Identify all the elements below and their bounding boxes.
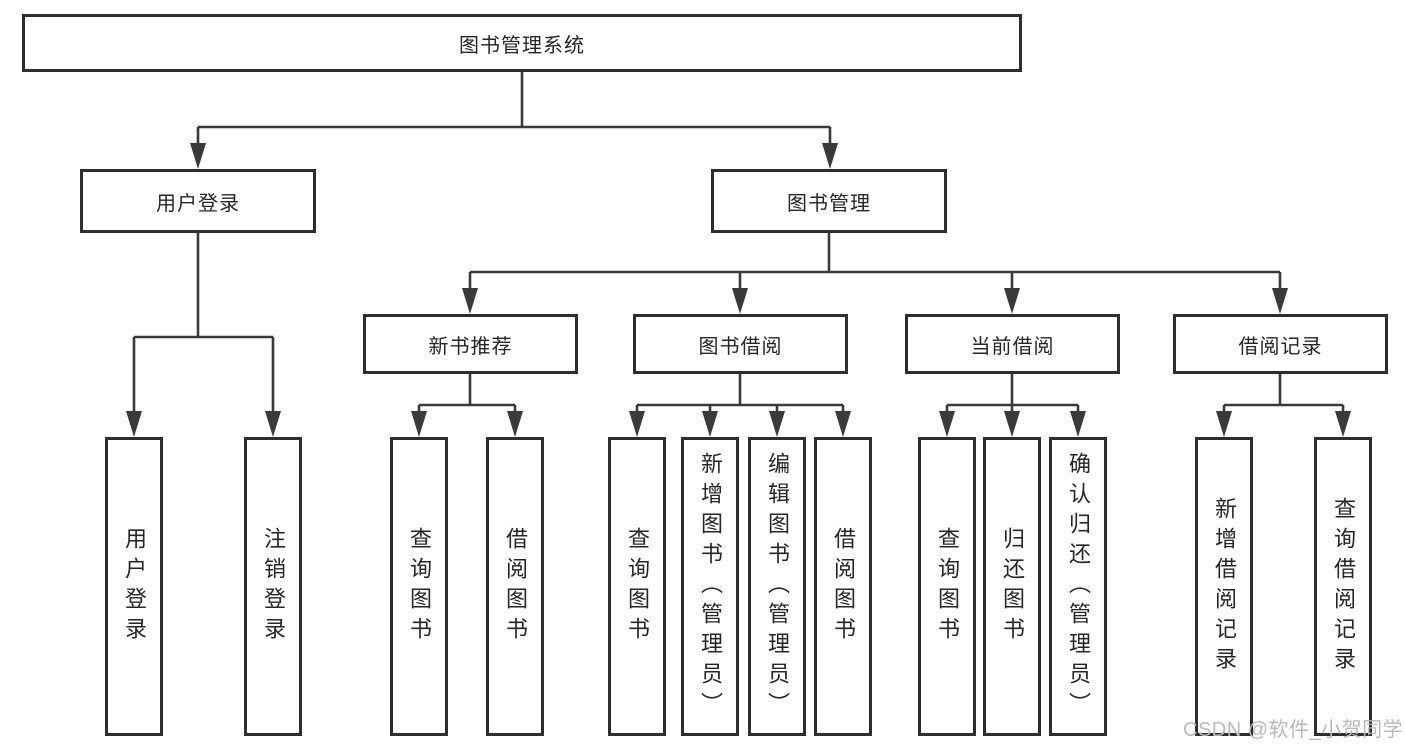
node-book-borrow-label: 图书借阅	[698, 335, 783, 358]
leaf-return-books-label: 归还图书	[1000, 526, 1025, 647]
node-user-login: 用户登录	[80, 169, 316, 233]
leaf-confirm-return-admin: 确认归还（管理员）	[1049, 437, 1107, 736]
node-current-borrow: 当前借阅	[905, 314, 1120, 374]
leaf-query-books-borrow-label: 查询图书	[625, 526, 650, 647]
leaf-logout-login: 注销登录	[244, 437, 302, 736]
node-root: 图书管理系统	[22, 14, 1022, 72]
node-current-borrow-label: 当前借阅	[970, 335, 1055, 358]
leaf-edit-books-admin: 编辑图书（管理员）	[748, 437, 806, 736]
node-user-login-label: 用户登录	[156, 192, 240, 215]
csdn-watermark: CSDN @软件_小贺同学	[1183, 719, 1404, 741]
leaf-user-login-label: 用户登录	[122, 526, 147, 647]
node-book-management: 图书管理	[711, 169, 947, 233]
arrowheads	[126, 143, 1351, 437]
leaf-query-books-recommend: 查询图书	[390, 437, 448, 736]
node-new-book-recommend: 新书推荐	[363, 314, 578, 374]
node-book-borrow: 图书借阅	[633, 314, 848, 374]
leaf-edit-books-admin-label: 编辑图书（管理员）	[765, 451, 790, 722]
leaf-logout-login-label: 注销登录	[261, 526, 286, 647]
leaf-query-books-current: 查询图书	[918, 437, 976, 736]
connector-path	[132, 72, 1345, 415]
leaf-query-books-current-label: 查询图书	[935, 526, 960, 647]
node-borrow-records-label: 借阅记录	[1238, 335, 1323, 358]
leaf-query-borrow-record-label: 查询借阅记录	[1331, 496, 1356, 677]
leaf-borrow-books: 借阅图书	[814, 437, 872, 736]
leaf-query-borrow-record: 查询借阅记录	[1314, 437, 1372, 736]
node-book-management-label: 图书管理	[787, 192, 871, 215]
leaf-borrow-books-recommend-label: 借阅图书	[503, 526, 528, 647]
leaf-user-login: 用户登录	[105, 437, 163, 736]
leaf-borrow-books-recommend: 借阅图书	[486, 437, 544, 736]
leaf-confirm-return-admin-label: 确认归还（管理员）	[1066, 451, 1091, 722]
node-borrow-records: 借阅记录	[1173, 314, 1388, 374]
leaf-add-borrow-record-label: 新增借阅记录	[1212, 496, 1237, 677]
node-root-label: 图书管理系统	[459, 34, 585, 57]
leaf-add-books-admin-label: 新增图书（管理员）	[698, 451, 723, 722]
leaf-query-books-recommend-label: 查询图书	[407, 526, 432, 647]
leaf-add-borrow-record: 新增借阅记录	[1195, 437, 1253, 736]
leaf-add-books-admin: 新增图书（管理员）	[681, 437, 739, 736]
leaf-return-books: 归还图书	[983, 437, 1041, 736]
node-new-book-recommend-label: 新书推荐	[428, 335, 513, 358]
leaf-borrow-books-label: 借阅图书	[831, 526, 856, 647]
leaf-query-books-borrow: 查询图书	[608, 437, 666, 736]
